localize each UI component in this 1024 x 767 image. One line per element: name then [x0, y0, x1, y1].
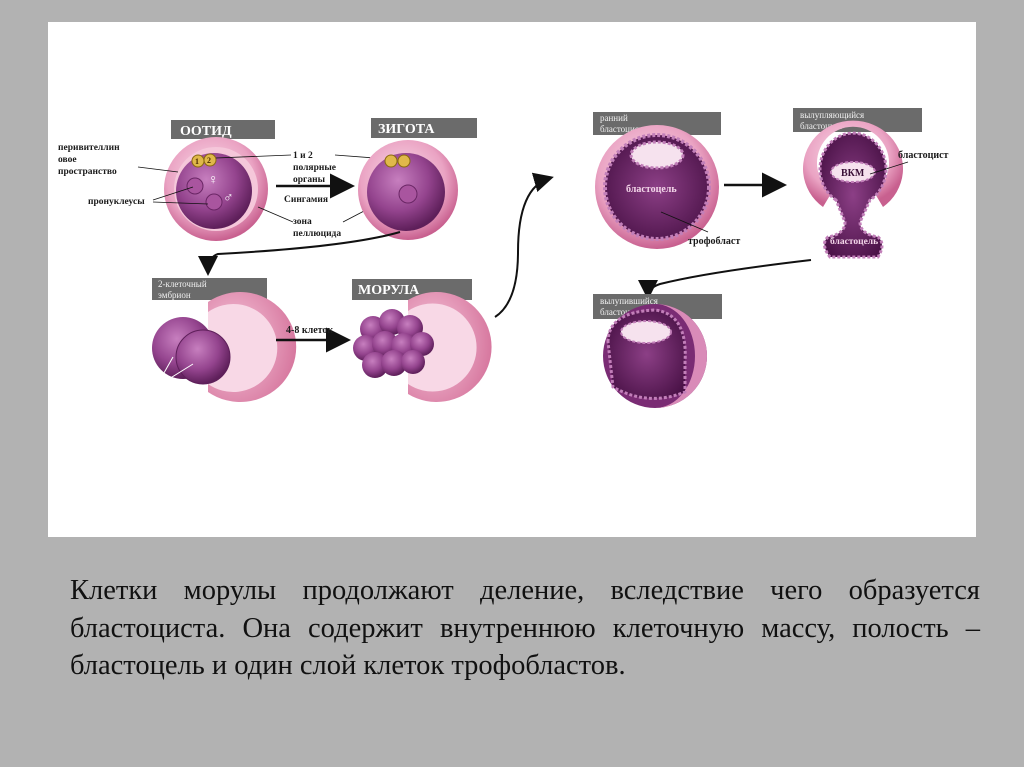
two-cell-blastomere-2 — [175, 329, 231, 385]
zona-pointer-right — [342, 209, 367, 223]
trophoblast-pointer — [660, 211, 709, 233]
morula-stage: МОРУЛА — [352, 279, 492, 402]
perivitelline-label: перивителлин овое пространство — [58, 143, 122, 177]
pronuclei-pointer-1 — [152, 186, 194, 201]
two-cell-title: 2-клеточный эмбрион — [158, 279, 209, 300]
morula-cell — [362, 352, 388, 378]
two-cell-pointer-1 — [155, 363, 194, 388]
morula-cell — [401, 350, 425, 374]
morula-cell — [381, 350, 407, 376]
hatching-blastocoel-label: бластоцель — [830, 236, 878, 247]
hatching-blastocyst-banner — [793, 108, 922, 132]
zona-label: зона пеллюцида — [293, 217, 341, 239]
early-blastocyst-banner — [593, 112, 721, 135]
syngamy-label: Сингамия — [284, 195, 328, 205]
caption-text: Клетки морулы продолжают деление, вследс… — [70, 575, 980, 681]
early-blastocoel-label: бластоцель — [626, 184, 677, 195]
zygote-nucleus — [398, 184, 418, 204]
pronuclei-label: пронуклеусы — [88, 197, 145, 207]
perivitelline-pointer — [137, 166, 179, 173]
blastocyst-label: бластоцист — [898, 150, 949, 161]
hatching-blastocyst-stage: вылупляющийся бластоцист ВКМ бластоцель … — [793, 108, 949, 259]
hatching-icm — [830, 161, 876, 183]
morula-cell — [410, 332, 434, 356]
zygote-title: ЗИГОТА — [378, 122, 435, 137]
hatched-icm — [620, 320, 672, 344]
hatching-blastocyst-title: вылупляющийся бластоцист — [800, 110, 866, 131]
early-blastocyst-icm — [629, 140, 685, 170]
embryo-development-diagram: ООТИД 1 2 ♀ ♂ перивителлин овое простран… — [58, 108, 949, 408]
ootid-pronucleus-female — [186, 177, 204, 195]
hatched-cavity-shade — [655, 304, 707, 408]
zygote-to-two-cell-arrow — [198, 231, 401, 276]
polar-bodies-label: 1 и 2 полярные органы — [293, 151, 338, 185]
trophoblast-label: трофобласт — [688, 236, 740, 247]
blastocyst-pointer — [869, 161, 909, 175]
morula-cell-cluster — [353, 309, 434, 378]
figure-panel: ООТИД 1 2 ♀ ♂ перивителлин овое простран… — [48, 22, 976, 537]
polar-label-1: 1 — [195, 157, 199, 166]
early-blastocyst-stage: ранний бластоцист бластоцель трофобласт — [593, 112, 740, 249]
male-symbol-icon: ♂ — [223, 191, 234, 206]
zona-pointer-left — [257, 206, 294, 223]
ootid-pronucleus-male — [205, 193, 223, 211]
ootid-banner — [171, 120, 275, 139]
pronuclei-pointer-2 — [152, 201, 209, 205]
polar-pointer-left — [215, 154, 292, 159]
two-cell-pointer-2 — [155, 356, 174, 388]
zygote-banner — [371, 118, 477, 138]
ootid-polar-body-2 — [203, 153, 217, 167]
hatched-blastocyst-stage: вылупившийся бластоцист — [593, 294, 722, 408]
morula-to-blastocyst-arrow — [494, 172, 554, 318]
ootid-cell — [176, 153, 252, 229]
cells-4-8-label: 4-8 клеток — [286, 325, 333, 336]
hatching-trophoblast — [818, 131, 888, 259]
female-symbol-icon: ♀ — [208, 173, 219, 188]
zygote-polar-body-2 — [397, 154, 411, 168]
morula-zona-inner — [408, 303, 477, 392]
zygote-polar-body-1 — [384, 154, 398, 168]
ootid-title: ООТИД — [180, 124, 232, 139]
zygote-stage: ЗИГОТА — [358, 118, 477, 240]
morula-title: МОРУЛА — [358, 283, 420, 298]
icm-label: ВКМ — [841, 168, 865, 179]
polar-label-2: 2 — [207, 156, 211, 165]
ootid-stage: ООТИД 1 2 ♀ ♂ перивителлин овое простран… — [58, 120, 275, 241]
early-blastocyst-trophoblast — [603, 133, 711, 241]
hatching-to-hatched-arrow — [638, 259, 812, 300]
hatched-blastocyst-title: вылупившийся бластоцист — [600, 296, 660, 317]
early-blastocyst-title: ранний бластоцист — [600, 113, 643, 134]
two-cell-stage: 2-клеточный эмбрион — [152, 278, 297, 403]
